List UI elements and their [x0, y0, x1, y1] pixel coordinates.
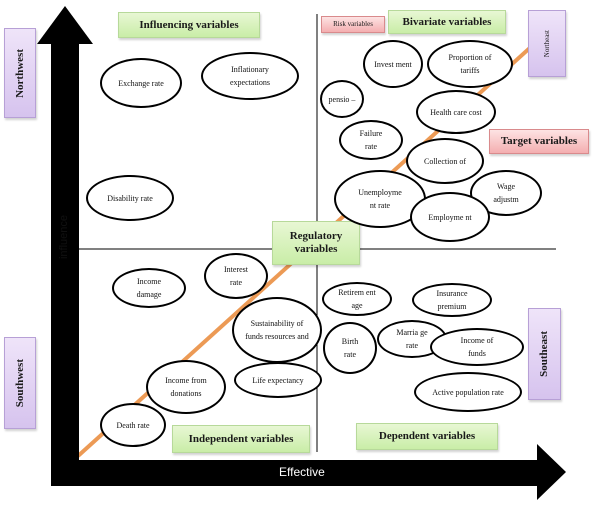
investment-node: Invest ment: [363, 40, 423, 88]
influencing-variables-label: Influencing variables: [118, 12, 260, 38]
proportion-of-tariffs-node: Proportion of tariffs: [427, 40, 513, 88]
x-axis-label: Effective: [279, 465, 325, 479]
x-axis-arrowhead: [537, 444, 566, 500]
y-axis-arrowhead: [37, 6, 93, 44]
income-from-donations-node: Income from donations: [146, 360, 226, 414]
x-axis-shaft: [51, 460, 541, 486]
pension-node: pensio –: [320, 80, 364, 118]
disability-rate-node: Disability rate: [86, 175, 174, 221]
northwest-label: Northwest: [4, 28, 36, 118]
inflationary-expectations-node: Inflationary expectations: [201, 52, 299, 100]
exchange-rate-node: Exchange rate: [100, 58, 182, 108]
income-damage-node: Income damage: [112, 268, 186, 308]
death-rate-node: Death rate: [100, 403, 166, 447]
dependent-variables-label: Dependent variables: [356, 423, 498, 450]
income-of-funds-node: Income of funds: [430, 328, 524, 366]
northeast-label: Northeast: [528, 10, 566, 77]
southwest-label: Southwest: [4, 337, 36, 429]
sustainability-of-funds-node: Sustainability of funds resources and: [232, 297, 322, 363]
failure-rate-node: Failure rate: [339, 120, 403, 160]
collection-of-node: Collection of: [406, 138, 484, 184]
interest-rate-node: Interest rate: [204, 253, 268, 299]
independent-variables-label: Independent variables: [172, 425, 310, 453]
southeast-label: Southeast: [528, 308, 561, 400]
regulatory-variables-label: Regulatory variables: [272, 221, 360, 265]
life-expectancy-node: Life expectancy: [234, 362, 322, 398]
retirement-age-node: Retirem ent age: [322, 282, 392, 316]
health-care-cost-node: Health care cost: [416, 90, 496, 134]
active-population-rate-node: Active population rate: [414, 372, 522, 412]
target-variables-label: Target variables: [489, 129, 589, 154]
risk-variables-label: Risk variables: [321, 16, 385, 33]
birth-rate-node: Birth rate: [323, 322, 377, 374]
y-axis-label: influence: [58, 215, 70, 260]
y-axis-shaft: [51, 44, 79, 464]
employment-node: Employme nt: [410, 192, 490, 242]
insurance-premium-node: Insurance premium: [412, 283, 492, 317]
bivariate-variables-label: Bivariate variables: [388, 10, 506, 34]
